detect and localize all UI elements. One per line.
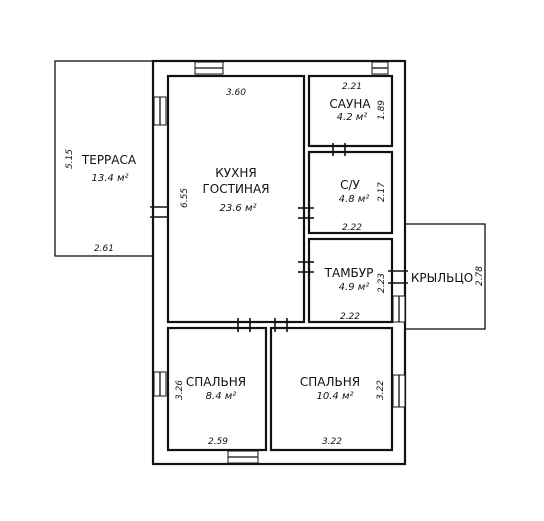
sauna-outline xyxy=(307,74,394,148)
tambur-outline xyxy=(307,237,394,324)
bedroom2-name: СПАЛЬНЯ xyxy=(300,375,360,389)
kitchen-height: 6.55 xyxy=(180,188,190,208)
bedroom1-height: 3.26 xyxy=(175,380,185,400)
tambur-height: 2.23 xyxy=(377,273,387,293)
bedroom1-outline xyxy=(166,326,268,452)
bedroom1-area: 8.4 м² xyxy=(206,391,237,402)
sauna-height: 1.89 xyxy=(377,100,387,120)
kitchen-area: 23.6 м² xyxy=(220,203,257,214)
wc-area: 4.8 м² xyxy=(339,194,370,205)
bedroom2-outline xyxy=(269,326,394,452)
wc-height: 2.17 xyxy=(377,182,387,202)
tambur-area: 4.9 м² xyxy=(339,282,370,293)
bedroom2-area: 10.4 м² xyxy=(317,391,354,402)
bedroom1-width: 2.59 xyxy=(208,437,228,447)
terrace-name: ТЕРРАСА xyxy=(81,153,137,167)
kitchen-outline xyxy=(166,74,306,324)
porch-height: 2.78 xyxy=(475,266,485,286)
wc-name: С/У xyxy=(340,178,360,192)
wc-width: 2.22 xyxy=(342,223,362,233)
terrace-height: 5.15 xyxy=(65,149,75,169)
terrace-area: 13.4 м² xyxy=(92,173,129,184)
kitchen-name-line1: КУХНЯ xyxy=(215,166,256,180)
sauna-width: 2.21 xyxy=(342,82,362,92)
tambur-width: 2.22 xyxy=(340,312,360,322)
kitchen-width: 3.60 xyxy=(226,88,246,98)
sauna-area: 4.2 м² xyxy=(337,112,368,123)
bedroom1-name: СПАЛЬНЯ xyxy=(186,375,246,389)
terrace-width: 2.61 xyxy=(94,244,114,254)
kitchen-name-line2: ГОСТИНАЯ xyxy=(202,182,269,196)
wc-outline xyxy=(307,150,394,235)
porch-name: КРЫЛЬЦО xyxy=(411,271,473,285)
bedroom2-height: 3.22 xyxy=(376,380,386,400)
bedroom2-width: 3.22 xyxy=(322,437,342,447)
sauna-name: САУНА xyxy=(329,97,371,111)
tambur-name: ТАМБУР xyxy=(324,266,374,280)
outer-wall xyxy=(151,59,407,466)
